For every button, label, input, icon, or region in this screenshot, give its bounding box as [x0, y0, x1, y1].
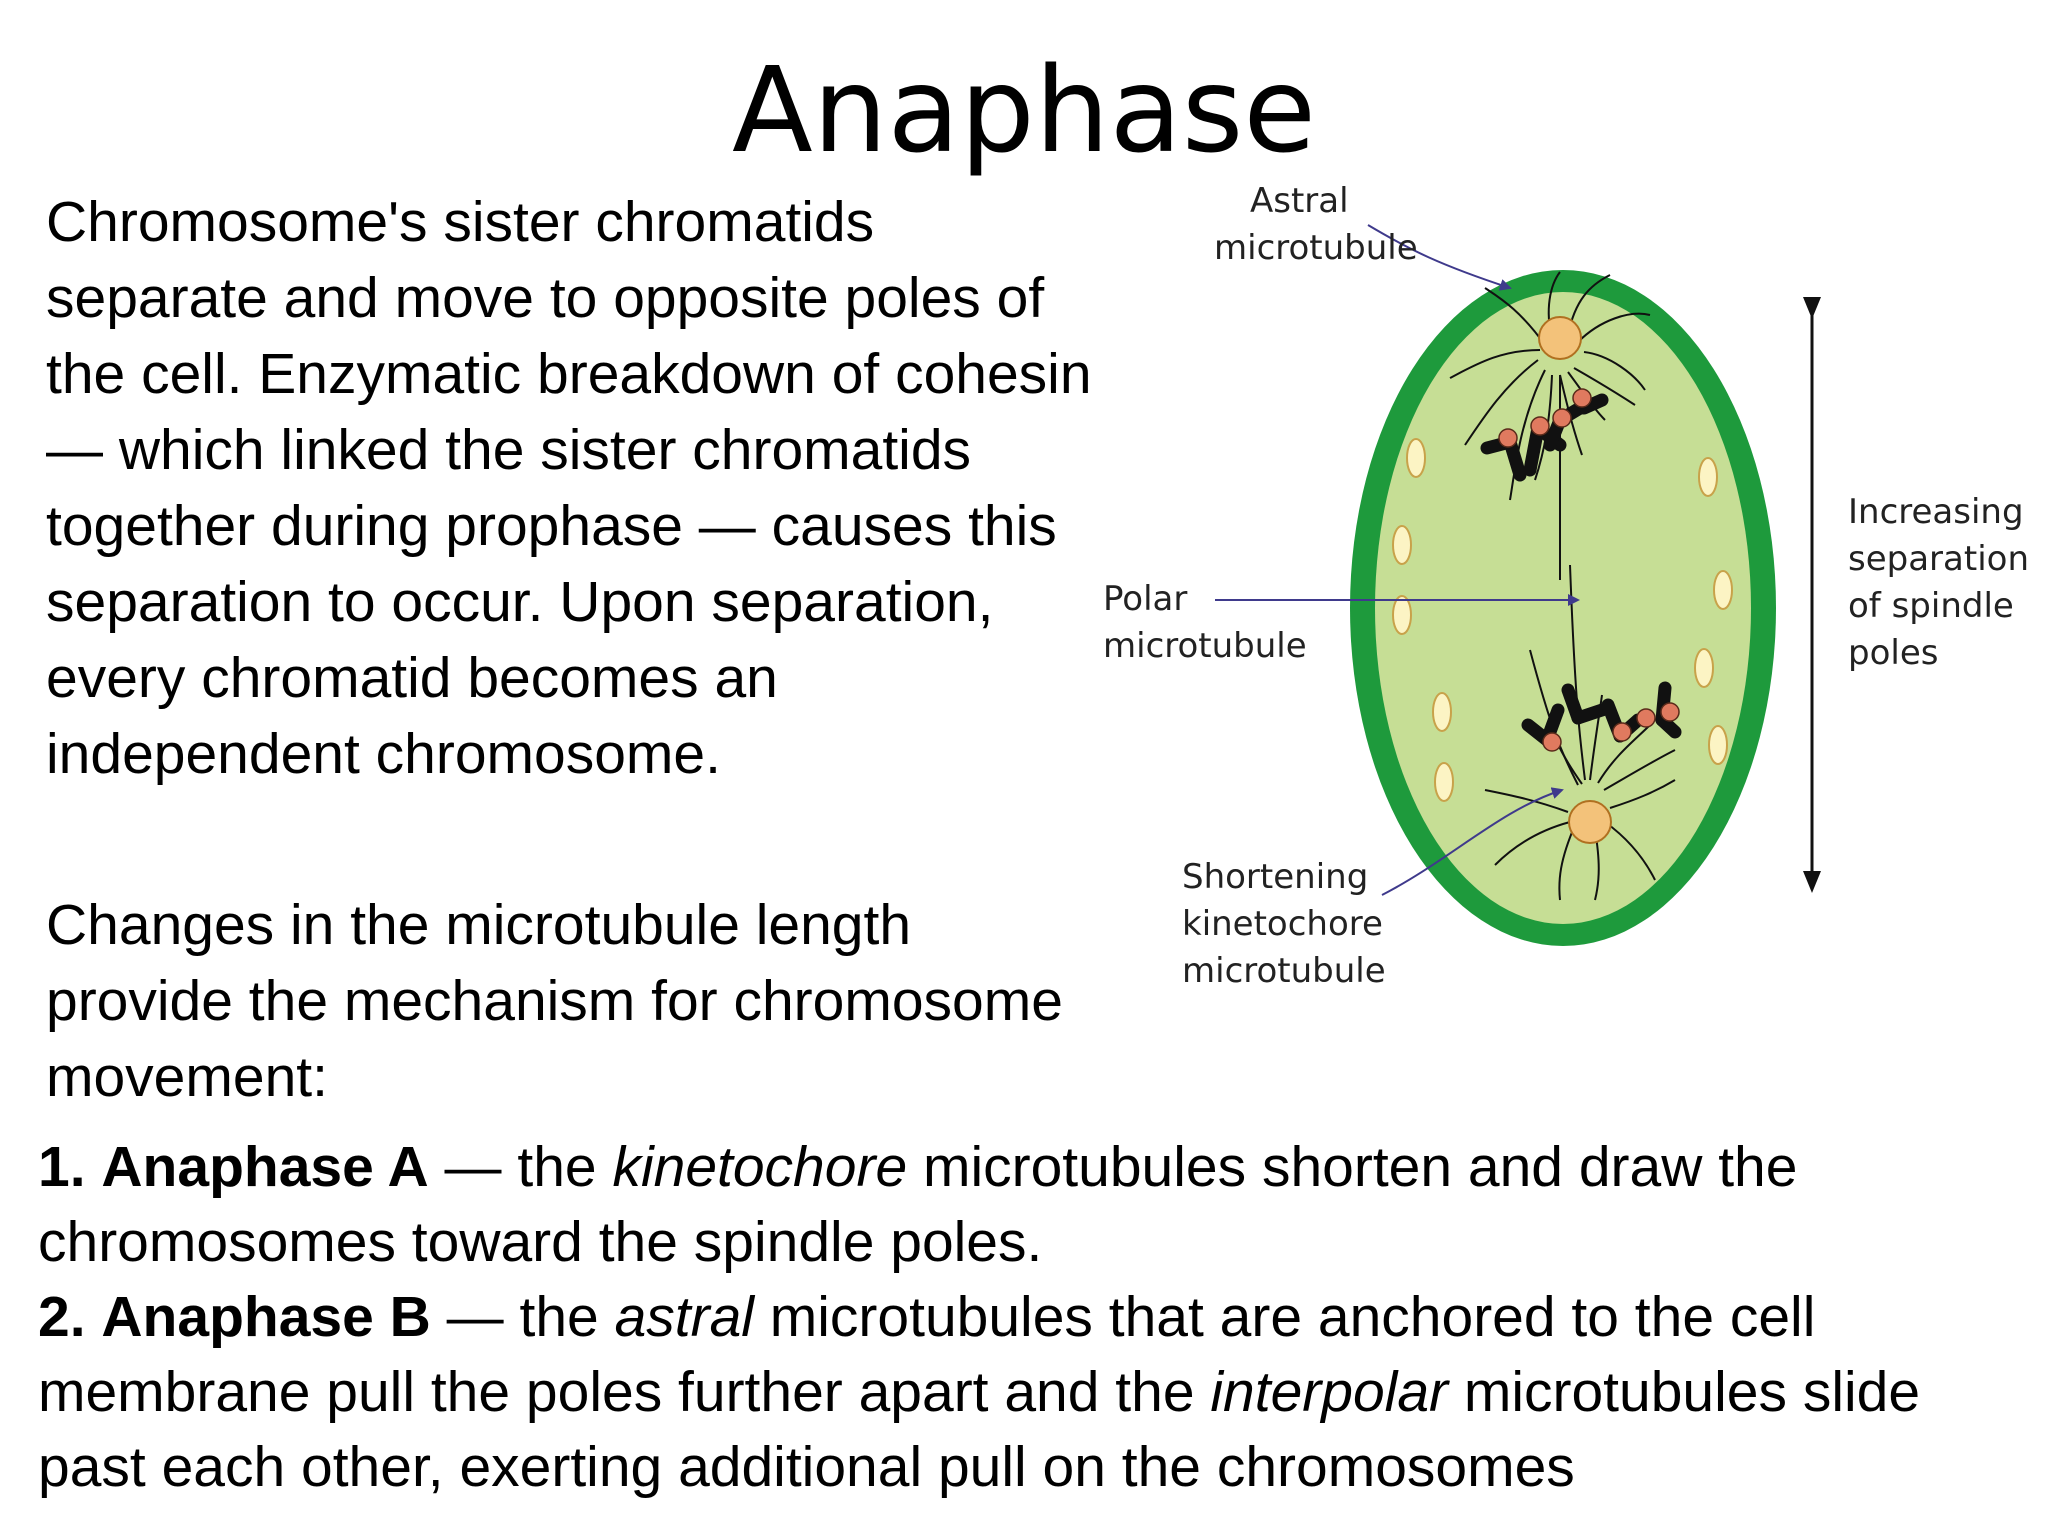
- increasing-label-line1: Increasing: [1848, 492, 2024, 532]
- astral-label-line2: microtubule: [1214, 228, 1418, 268]
- increasing-label-line4: poles: [1848, 633, 1938, 673]
- increasing-separation-label: Increasing separation of spindle poles: [1848, 492, 2040, 673]
- shortening-label: Shortening kinetochore microtubule: [1182, 857, 1394, 991]
- upper-centrosome: [1538, 316, 1582, 360]
- item-emphasis-2: interpolar: [1210, 1360, 1449, 1424]
- item-dash: — the: [428, 1135, 613, 1199]
- increasing-label-line2: separation: [1848, 539, 2029, 579]
- cytoplasm: [1375, 292, 1751, 924]
- anaphase-b-item: 2. Anaphase B — the astral microtubules …: [38, 1280, 2028, 1505]
- item-emphasis: astral: [614, 1285, 754, 1349]
- page-title: Anaphase: [732, 41, 1316, 179]
- lower-centrosome: [1568, 800, 1612, 844]
- item-number: 1.: [38, 1135, 86, 1199]
- increasing-label-line3: of spindle: [1848, 586, 2014, 626]
- item-number: 2.: [38, 1285, 86, 1349]
- shortening-label-line2: kinetochore: [1182, 904, 1383, 944]
- shortening-label-line1: Shortening: [1182, 857, 1368, 897]
- item-name: Anaphase A: [101, 1135, 429, 1199]
- item-emphasis: kinetochore: [612, 1135, 908, 1199]
- shortening-label-line3: microtubule: [1182, 951, 1386, 991]
- item-rest: microtubules shorten and draw the chromo…: [38, 1135, 1798, 1274]
- item-dash: — the: [430, 1285, 615, 1349]
- intro-paragraph: Chromosome's sister chromatids separate …: [46, 190, 1092, 786]
- item-middle: microtubules that are anchored to the ce…: [38, 1285, 1816, 1424]
- polar-label-line2: microtubule: [1103, 626, 1307, 666]
- astral-pointer-arrow: [1367, 224, 1512, 291]
- anaphase-phase-list: 1. Anaphase A — the kinetochore microtub…: [38, 1130, 2028, 1505]
- anaphase-cell-diagram: Astral microtubule Polar microtubule Sho…: [1103, 181, 2040, 991]
- anaphase-a-item: 1. Anaphase A — the kinetochore microtub…: [38, 1130, 2028, 1280]
- item-rest: microtubules slide past each other, exer…: [38, 1360, 1921, 1499]
- astral-label-line1: Astral: [1250, 181, 1349, 221]
- upper-kinetochores: [1498, 388, 1592, 448]
- astral-label: Astral microtubule: [1214, 181, 1418, 268]
- shortening-pointer-arrow: [1381, 787, 1564, 896]
- mechanism-paragraph: Changes in the microtubule length provid…: [46, 893, 1063, 1109]
- lower-kinetochores: [1542, 702, 1680, 752]
- polar-label: Polar microtubule: [1103, 579, 1307, 666]
- organelles: [1392, 438, 1733, 802]
- item-name: Anaphase B: [101, 1285, 431, 1349]
- polar-label-line1: Polar: [1103, 579, 1187, 619]
